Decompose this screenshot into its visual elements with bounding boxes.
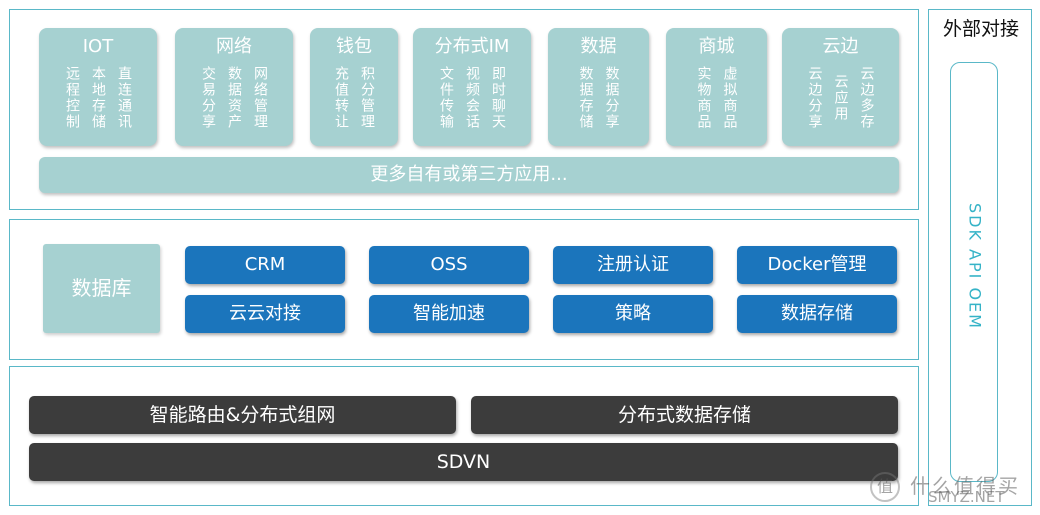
sdvn-bar: SDVN bbox=[29, 443, 898, 481]
module-mall: 商城 实物商品 虚拟商品 bbox=[666, 28, 767, 146]
service-accel: 智能加速 bbox=[369, 295, 529, 333]
module-feature: 充值转让 bbox=[333, 66, 349, 130]
module-data: 数据 数据存储 数据分享 bbox=[548, 28, 649, 146]
module-feature: 视频会话 bbox=[464, 66, 480, 130]
module-feature: 数据分享 bbox=[603, 66, 620, 130]
module-feature: 直连通讯 bbox=[116, 66, 132, 130]
module-feature: 远程控制 bbox=[64, 66, 80, 130]
module-feature: 云应用 bbox=[832, 74, 849, 122]
module-title: 网络 bbox=[216, 36, 252, 57]
module-iot: IOT 远程控制 本地存储 直连通讯 bbox=[39, 28, 157, 146]
module-feature: 数据存储 bbox=[577, 66, 594, 130]
module-feature: 交易分享 bbox=[200, 66, 216, 130]
service-auth: 注册认证 bbox=[553, 246, 713, 284]
watermark-text: 什么值得买 bbox=[910, 474, 1020, 498]
external-title: 外部对接 bbox=[942, 18, 1019, 40]
module-im: 分布式IM 文件传输 视频会话 即时聊天 bbox=[413, 28, 531, 146]
module-feature: 本地存储 bbox=[90, 66, 106, 130]
service-crm: CRM bbox=[185, 246, 345, 284]
module-network: 网络 交易分享 数据资产 网络管理 bbox=[175, 28, 293, 146]
module-title: 钱包 bbox=[336, 36, 372, 57]
module-feature: 文件传输 bbox=[438, 66, 454, 130]
database-box: 数据库 bbox=[43, 244, 160, 333]
module-title: 商城 bbox=[698, 36, 735, 57]
module-title: IOT bbox=[82, 36, 114, 57]
sdk-box: SDK API OEM bbox=[950, 62, 998, 482]
watermark-domain: SMYZ.NET bbox=[928, 488, 1005, 506]
smart-routing-bar: 智能路由&分布式组网 bbox=[29, 396, 456, 434]
watermark: 值 什么值得买 SMYZ.NET bbox=[870, 470, 1035, 510]
service-policy: 策略 bbox=[553, 295, 713, 333]
service-oss: OSS bbox=[369, 246, 529, 284]
module-cloud-edge: 云边 云边分享 云应用 云边多存 bbox=[782, 28, 899, 146]
module-wallet: 钱包 充值转让 积分管理 bbox=[310, 28, 398, 146]
module-feature: 虚拟商品 bbox=[721, 66, 738, 130]
distributed-storage-bar: 分布式数据存储 bbox=[471, 396, 898, 434]
module-title: 云边 bbox=[822, 36, 859, 57]
service-storage: 数据存储 bbox=[737, 295, 897, 333]
network-layer-panel bbox=[9, 366, 919, 506]
module-title: 数据 bbox=[580, 36, 617, 57]
module-feature: 网络管理 bbox=[252, 66, 268, 130]
module-feature: 实物商品 bbox=[695, 66, 712, 130]
service-docker: Docker管理 bbox=[737, 246, 897, 284]
module-feature: 积分管理 bbox=[359, 66, 375, 130]
more-apps-bar: 更多自有或第三方应用... bbox=[39, 157, 899, 193]
module-feature: 云边多存 bbox=[858, 66, 875, 130]
module-feature: 即时聊天 bbox=[490, 66, 506, 130]
watermark-logo-icon: 值 bbox=[870, 472, 900, 502]
service-layer-panel bbox=[9, 219, 919, 360]
module-feature: 数据资产 bbox=[226, 66, 242, 130]
service-cloud-link: 云云对接 bbox=[185, 295, 345, 333]
sdk-label: SDK API OEM bbox=[965, 203, 985, 330]
module-feature: 云边分享 bbox=[806, 66, 823, 130]
module-title: 分布式IM bbox=[434, 36, 510, 57]
